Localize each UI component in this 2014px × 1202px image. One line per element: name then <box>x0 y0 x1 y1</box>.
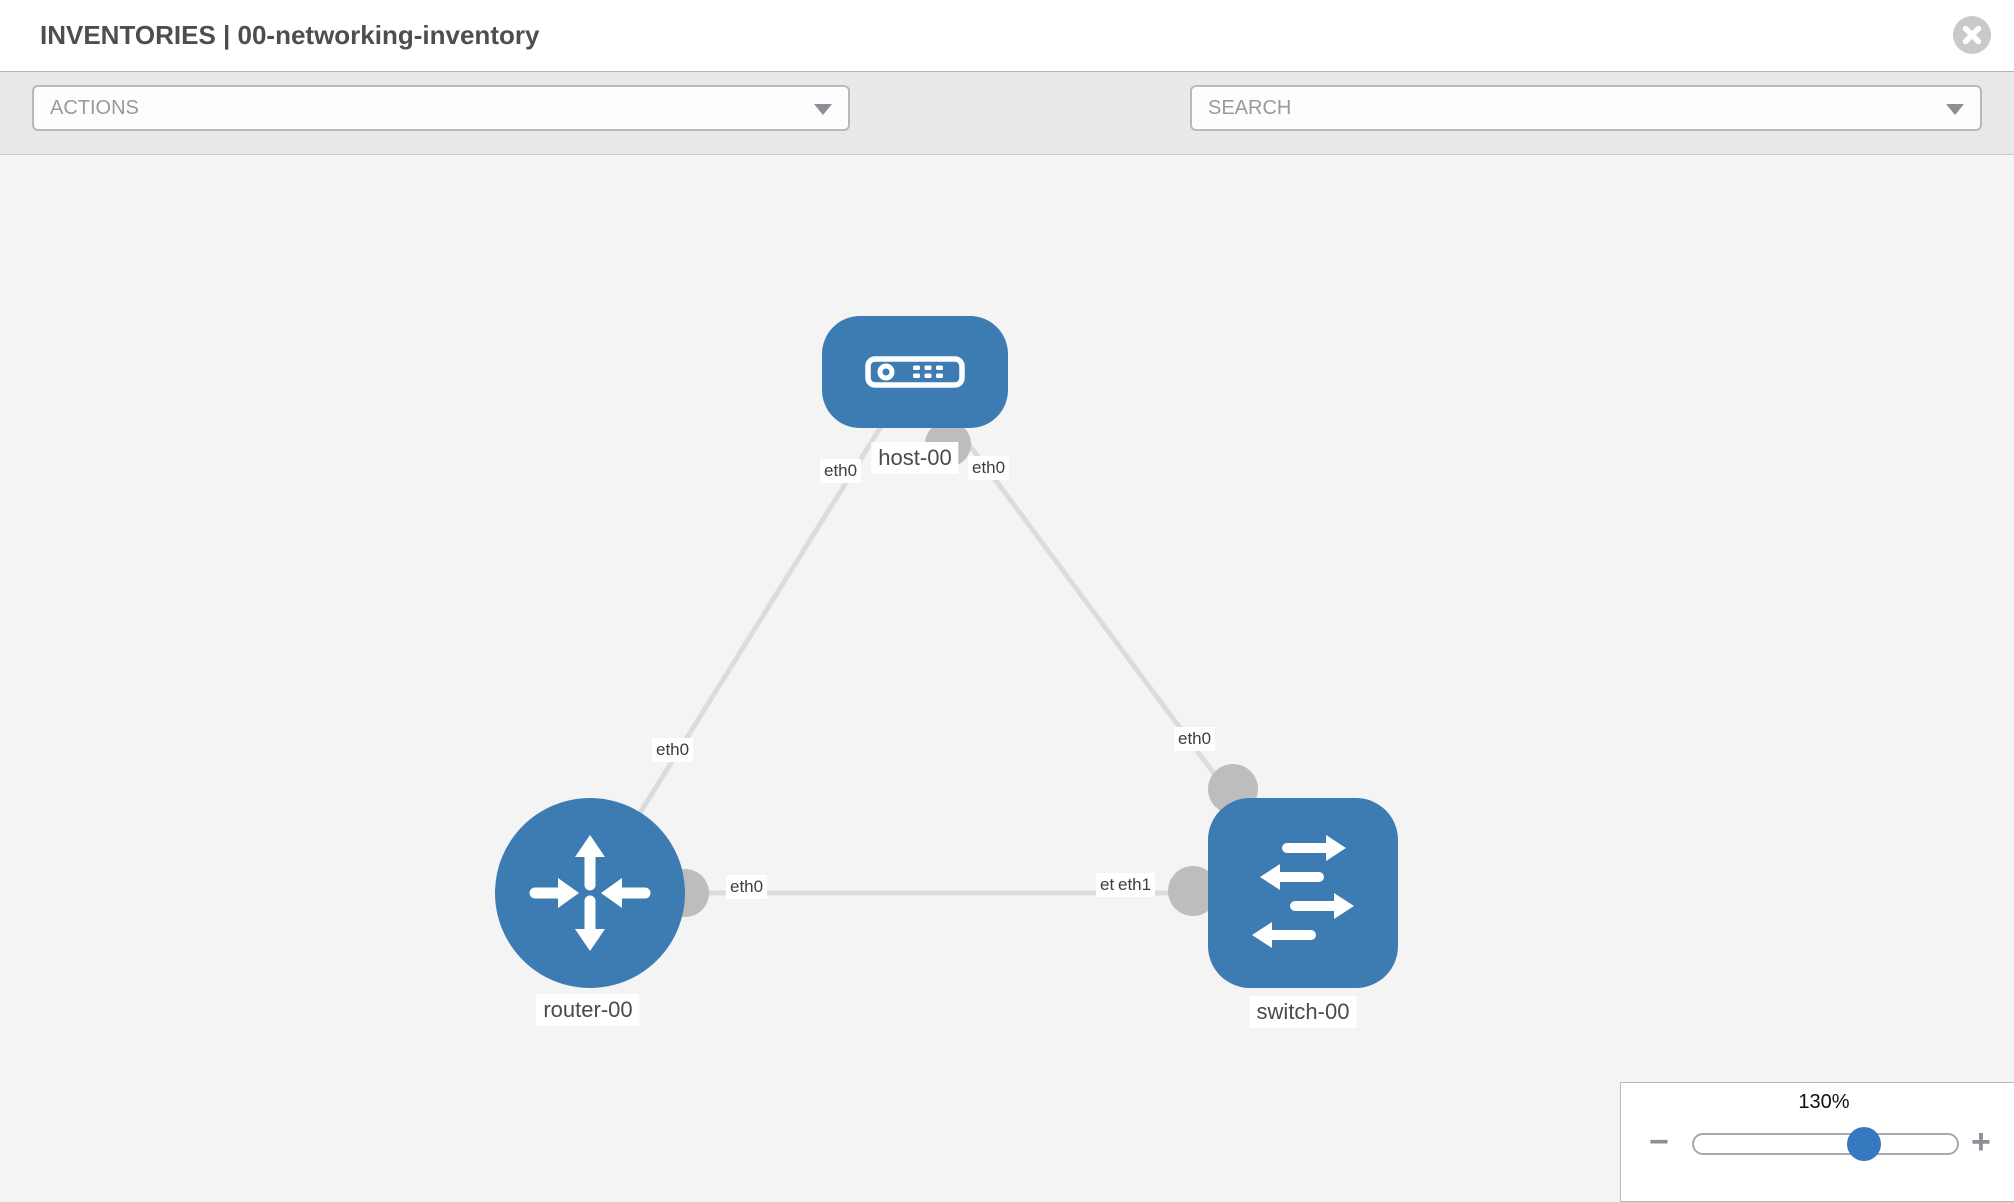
interface-label: eth0 <box>968 456 1010 480</box>
search-dropdown-placeholder: SEARCH <box>1208 96 1292 119</box>
actions-dropdown[interactable]: ACTIONS <box>32 85 850 131</box>
page-title: INVENTORIES | 00-networking-inventory <box>40 20 540 50</box>
router-icon <box>529 835 651 951</box>
interface-label: eth1 <box>1114 873 1156 897</box>
host-icon <box>865 356 965 388</box>
interface-label: eth0 <box>1174 727 1216 751</box>
zoom-slider-track[interactable] <box>1692 1133 1959 1155</box>
link-host-router[interactable] <box>587 370 918 895</box>
zoom-out-button[interactable]: − <box>1649 1123 1669 1161</box>
toolbar: ACTIONS SEARCH <box>0 71 2014 201</box>
close-button[interactable] <box>1952 15 1992 55</box>
node-label-switch-00: switch-00 <box>1249 996 1357 1028</box>
interface-connector <box>1168 866 1218 916</box>
interface-label: eth0 <box>652 738 694 762</box>
actions-dropdown-value: ACTIONS <box>50 96 139 119</box>
header: INVENTORIES | 00-networking-inventory <box>0 0 2014 71</box>
zoom-in-button[interactable]: + <box>1971 1123 1991 1161</box>
node-label-router-00: router-00 <box>536 994 640 1026</box>
node-label-host-00: host-00 <box>871 442 959 474</box>
node-host-00[interactable] <box>822 316 1008 428</box>
chevron-down-icon <box>814 104 832 115</box>
switch-icon <box>1252 835 1354 948</box>
interface-label: eth0 <box>726 875 768 899</box>
chevron-down-icon <box>1946 104 1964 115</box>
zoom-panel: 130% − + <box>1620 1082 2014 1202</box>
topology-canvas[interactable]: host-00 router-00 switch-00 eth0 eth0 et… <box>0 156 2014 1200</box>
node-router-00[interactable] <box>495 798 685 988</box>
interface-label: eth0 <box>820 459 862 483</box>
close-icon <box>1953 16 1991 54</box>
zoom-slider-thumb[interactable] <box>1847 1127 1881 1161</box>
zoom-level: 130% <box>1798 1091 1850 1113</box>
search-dropdown[interactable]: SEARCH <box>1190 85 1982 131</box>
node-switch-00[interactable] <box>1208 798 1398 988</box>
